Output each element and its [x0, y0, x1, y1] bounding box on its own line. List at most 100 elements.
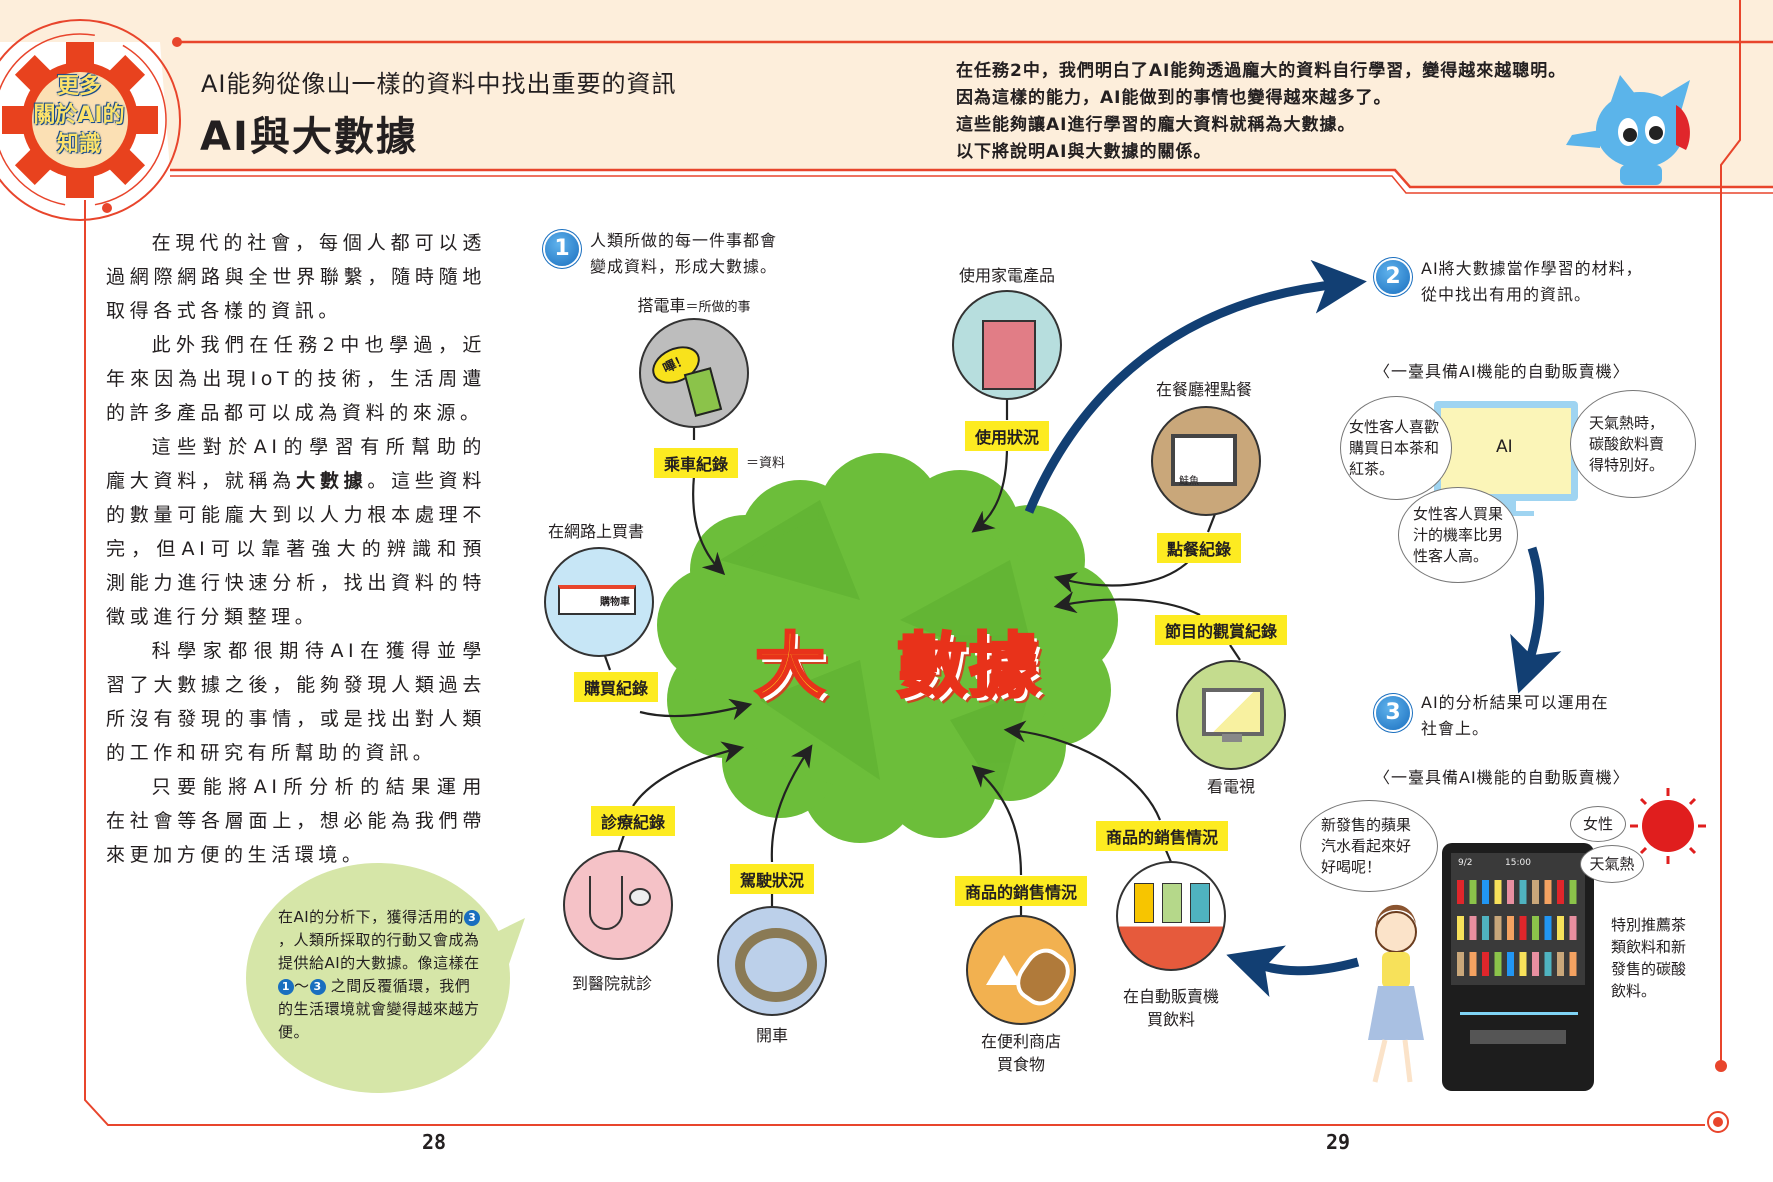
title-part: 數據	[896, 624, 1041, 709]
step-1-badge: 1	[545, 232, 579, 266]
flow-arrows	[1024, 259, 1562, 997]
paragraph: 這些對於AI的學習有所幫助的龐大資料，就稱為大數據。這些資料的數量可能龐大到以人…	[106, 430, 486, 634]
bold-term: 大數據	[296, 470, 368, 492]
bottle-icon	[1469, 916, 1477, 940]
bottle-icon	[1532, 916, 1539, 940]
mascot-illustration	[1566, 75, 1690, 185]
screen-date: 9/2	[1458, 858, 1473, 868]
tablet-order-icon: 鮭魚	[1151, 406, 1261, 516]
bottle-icon	[1494, 916, 1502, 940]
salmon-text: 鮭魚	[1171, 434, 1237, 487]
label-line: 買飲料	[1146, 1010, 1196, 1029]
header-band	[160, 42, 1773, 187]
step-line: 社會上。	[1421, 719, 1490, 738]
connector-arrows	[603, 399, 1241, 917]
node-train-label: 搭電車＝所做的事	[637, 294, 750, 319]
bottle-icon	[1457, 880, 1464, 904]
bottle-icon	[1482, 880, 1489, 904]
bottle-icon	[1544, 952, 1552, 976]
node-restaurant-label: 在餐廳裡點餐	[1155, 380, 1253, 399]
title-part: 大	[754, 624, 827, 709]
node-hospital-label: 到醫院就診	[571, 974, 653, 993]
node-appliance-tag: 使用狀況	[964, 421, 1050, 451]
step-2-badge: 2	[1376, 260, 1410, 294]
applied-caption: 〈一臺具備AI機能的自動販賣機〉	[1374, 768, 1630, 787]
step-line: 從中找出有用的資訊。	[1421, 285, 1592, 304]
ai-monitor	[1434, 401, 1578, 516]
cart-text: 購物車	[558, 585, 636, 615]
node-train-tag: 乘車紀錄	[653, 448, 739, 478]
paragraph: 此外我們在任務2中也學過，近年來因為出現IoT的技術，生活周遭的許多產品都可以成…	[106, 334, 486, 424]
vending-machine-illustration	[1442, 843, 1594, 1091]
label-line: 在便利商店	[980, 1032, 1062, 1051]
girl-speech-bubble: 新發售的蘋果汽水看起來好好喝呢！	[1300, 800, 1438, 892]
bottle-icon	[1569, 880, 1577, 904]
text: 之間反覆循環，我們的生活環境就會變得越來越方便。	[278, 977, 480, 1041]
node-store-label: 在便利商店買食物	[981, 1030, 1061, 1076]
text: 這些對於AI的學習有所幫助的龐大資料，就稱為	[106, 436, 486, 492]
paragraph: 科學家都很期待AI在獲得並學習了大數據之後，能夠發現人類過去所沒有發現的事情，或…	[106, 640, 486, 764]
label-line: 在自動販賣機	[1122, 987, 1220, 1006]
intro-line: 因為這樣的能力，AI能做到的事情也變得越來越多了。	[956, 88, 1392, 108]
node-vending-label: 在自動販賣機買飲料	[1123, 985, 1219, 1031]
tag-female-bubble: 女性	[1570, 806, 1626, 842]
bottle-icon	[1494, 952, 1502, 976]
node-tv-label: 看電視	[1206, 777, 1256, 796]
bottle-icon	[1482, 916, 1489, 940]
step-3-text: AI的分析結果可以運用在社會上。	[1421, 690, 1609, 742]
bottle-icon	[1519, 916, 1527, 940]
step-3-inline-badge: 3	[309, 979, 326, 995]
frame-dot	[1715, 1060, 1727, 1072]
intro-line: 以下將說明AI與大數據的關係。	[956, 142, 1212, 162]
bottle-icon	[1569, 916, 1577, 940]
bottle-icon	[1544, 916, 1552, 940]
node-store-tag: 商品的銷售情況	[954, 876, 1088, 906]
node-vending-tag: 商品的銷售情況	[1095, 821, 1229, 851]
train-ic-card-icon: 嗶！	[639, 318, 749, 428]
bottle-icon	[1507, 916, 1514, 940]
ai-machine-caption: 〈一臺具備AI機能的自動販賣機〉	[1374, 362, 1630, 381]
bottle-icon	[1494, 880, 1502, 904]
refrigerator-icon	[952, 290, 1062, 400]
page-number-left: 28	[422, 1130, 447, 1154]
data-note: ＝資料	[746, 456, 786, 471]
text: 在AI的分析下，獲得活用的	[278, 908, 465, 926]
thought-bubble-left: 女性客人喜歡購買日本茶和紅茶。	[1340, 396, 1452, 500]
girl-illustration	[1368, 904, 1424, 1083]
label-note: ＝所做的事	[685, 300, 751, 315]
label-line: 買食物	[996, 1055, 1046, 1074]
callout-bubble	[246, 863, 525, 1093]
shopping-cart-icon: 購物車	[544, 547, 654, 657]
bottle-icon	[1469, 952, 1477, 976]
bottle-icon	[1557, 952, 1564, 976]
intro-line: 在任務2中，我們明白了AI能夠透過龐大的資料自行學習，變得越來越聰明。	[956, 61, 1567, 81]
paragraph: 在現代的社會，每個人都可以透過網際網路與全世界聯繫，隨時隨地取得各式各樣的資訊。	[106, 232, 486, 322]
step-1-inline-badge: 1	[278, 979, 294, 995]
badge-line: 關於AI的	[33, 103, 125, 128]
tag-hot-bubble: 天氣熱	[1580, 845, 1644, 883]
bottle-icon	[1519, 880, 1527, 904]
bottle-icon	[1557, 916, 1564, 940]
step-3-badge: 3	[1376, 696, 1410, 730]
vending-drinks-icon	[1116, 861, 1226, 971]
intro-text: 在任務2中，我們明白了AI能夠透過龐大的資料自行學習，變得越來越聰明。 因為這樣…	[956, 58, 1566, 166]
step-1-text: 人類所做的每一件事都會變成資料，形成大數據。	[590, 228, 777, 280]
intro-line: 這些能夠讓AI進行學習的龐大資料就稱為大數據。	[956, 115, 1356, 135]
step-line: AI將大數據當作學習的材料，	[1421, 259, 1643, 278]
bottle-icon	[1507, 880, 1514, 904]
text: ，人類所採取的行動又會成為提供給AI的大數據。像這樣在	[278, 931, 480, 972]
node-driving-tag: 駕駛狀況	[729, 864, 815, 894]
bottle-icon	[1569, 952, 1577, 976]
text: 。這些資料的數量可能龐大到以人力根本處理不完，但AI可以靠著強大的辨識和預測能力…	[106, 470, 486, 628]
body-text: 在現代的社會，每個人都可以透過網際網路與全世界聯繫，隨時隨地取得各式各樣的資訊。…	[106, 226, 486, 872]
badge-line: 知識	[56, 132, 101, 157]
big-data-title: 大數據	[754, 610, 1041, 711]
bottle-icon	[1532, 880, 1539, 904]
bottle-icon	[1482, 952, 1489, 976]
bottle-icon	[1469, 880, 1477, 904]
thought-bubble-bottom: 女性客人買果汁的機率比男性客人高。	[1398, 487, 1518, 583]
step-3-inline-badge: 3	[464, 910, 481, 926]
bottle-icon	[1519, 952, 1527, 976]
